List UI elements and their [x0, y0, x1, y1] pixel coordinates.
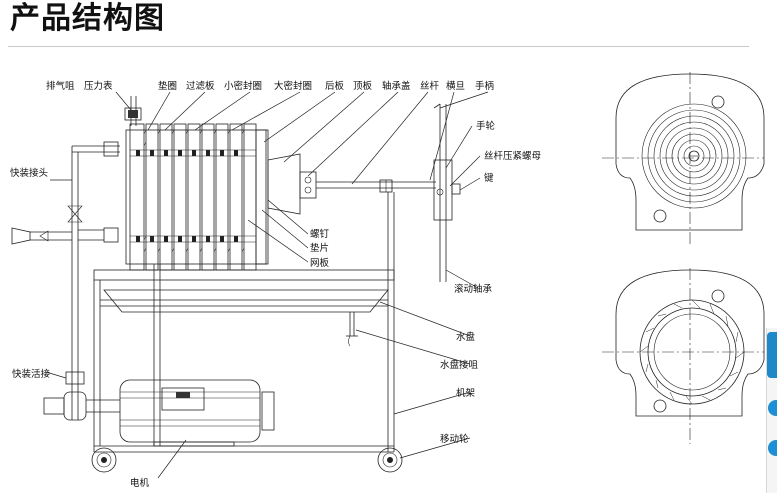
filter-plates — [129, 123, 269, 271]
label-top-plate: 顶板 — [353, 80, 373, 92]
spiral-rings — [641, 103, 747, 209]
label-screw-lock-nut: 丝杆压紧螺母 — [484, 150, 541, 162]
label-spacer: 垫片 — [310, 242, 329, 254]
label-key: 键 — [484, 172, 494, 184]
leader-lines — [45, 91, 489, 479]
label-cross-tool: 横旦 — [446, 80, 465, 92]
page-title: 产品结构图 — [10, 1, 165, 36]
side-panel-tab[interactable] — [767, 332, 777, 378]
label-screw-rod: 丝杆 — [420, 80, 440, 92]
label-rolling-bearing: 滚动轴承 — [454, 283, 493, 295]
label-small-seal-ring: 小密封圈 — [224, 80, 262, 92]
label-quick-connector: 快装接头 — [10, 167, 48, 179]
label-quick-union: 快装活接 — [12, 368, 51, 380]
label-handle: 手柄 — [475, 80, 494, 92]
water-tray — [103, 289, 389, 347]
label-filter-plate: 过滤板 — [186, 80, 215, 92]
filter-press-drawing — [11, 91, 489, 479]
casters — [91, 447, 403, 473]
label-caster: 移动轮 — [440, 433, 469, 445]
pressure-gauge — [124, 96, 142, 126]
mesh-ring-hatch — [639, 299, 745, 405]
title-divider — [8, 46, 749, 47]
motor — [119, 379, 275, 447]
label-bearing-cover: 轴承盖 — [382, 80, 411, 92]
label-motor: 电机 — [130, 477, 150, 489]
mesh-plate-front-view — [602, 268, 765, 444]
label-mesh-plate: 网板 — [310, 257, 330, 269]
machine-frame — [93, 192, 395, 453]
callout-labels: 排气咀 压力表 垫圈 过滤板 小密封圈 大密封圈 后板 顶板 轴承盖 丝杆 横旦… — [10, 80, 541, 489]
label-water-tray: 水盘 — [456, 331, 476, 343]
side-contact-button-icon[interactable] — [768, 440, 777, 456]
top-cone — [267, 153, 317, 215]
label-screw: 螺钉 — [310, 229, 330, 240]
label-tray-nozzle: 水盘接咀 — [440, 359, 479, 371]
label-pressure-gauge: 压力表 — [84, 80, 113, 92]
label-frame: 机架 — [456, 387, 476, 399]
label-hand-wheel: 手轮 — [476, 120, 496, 132]
screw-rod — [316, 179, 436, 193]
label-large-seal-ring: 大密封圈 — [274, 80, 312, 92]
label-rear-plate: 后板 — [325, 80, 345, 92]
side-chat-button-icon[interactable] — [768, 400, 777, 416]
label-exhaust-nozzle: 排气咀 — [46, 80, 75, 92]
top-plate-front-view — [602, 72, 765, 244]
hand-wheel — [433, 103, 461, 282]
label-gasket-ring: 垫圈 — [158, 80, 177, 92]
feed-pipe — [11, 141, 120, 421]
